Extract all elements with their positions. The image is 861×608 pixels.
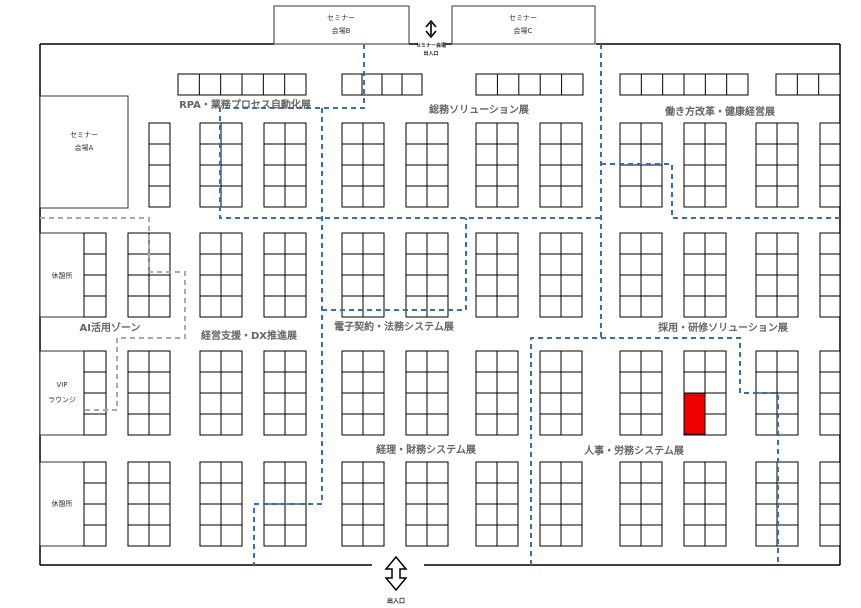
zone-label-recruit: 採用・研修ソリューション展 bbox=[658, 321, 788, 334]
zone-border-ai bbox=[40, 217, 186, 411]
zone-border-entrance-left bbox=[253, 503, 322, 565]
rest-area-top[interactable]: 休憩所 bbox=[39, 232, 85, 318]
rest-area-bottom[interactable]: 休憩所 bbox=[39, 461, 85, 547]
zone-border-hr bbox=[530, 337, 779, 565]
rest-area-bottom-label: 休憩所 bbox=[52, 499, 73, 508]
seminar-entrance-label-2: 出入口 bbox=[423, 50, 438, 57]
rest-area-top-label: 休憩所 bbox=[52, 271, 73, 280]
seminar-room-a-label-2: 会場A bbox=[75, 143, 94, 152]
seminar-room-c-label-1: セミナー bbox=[509, 14, 537, 22]
booth-strip[interactable] bbox=[775, 73, 841, 96]
zone-label-management: 経営支援・DX推進展 bbox=[201, 329, 297, 342]
seminar-entrance[interactable]: セミナー会場 出入口 bbox=[416, 19, 446, 57]
zone-labels: RPA・業務プロセス自動化展 総務ソリューション展 働き方改革・健康経営展 AI… bbox=[80, 98, 788, 457]
seminar-entrance-label-1: セミナー会場 bbox=[416, 42, 446, 49]
seminar-room-b-label-1: セミナー bbox=[327, 14, 355, 22]
main-entrance-label: 出入口 bbox=[387, 597, 405, 605]
seminar-room-c[interactable]: セミナー 会場C bbox=[451, 5, 596, 45]
double-arrow-icon bbox=[384, 555, 408, 592]
seminar-room-a[interactable]: セミナー 会場A bbox=[39, 95, 129, 209]
vip-lounge[interactable]: VIP ラウンジ bbox=[39, 350, 85, 436]
zone-border-rpa bbox=[219, 44, 600, 219]
zone-label-contract: 電子契約・法務システム展 bbox=[334, 320, 454, 333]
zone-border-contract bbox=[322, 218, 467, 311]
seminar-room-b[interactable]: セミナー 会場B bbox=[273, 5, 410, 45]
zone-borders bbox=[219, 44, 840, 565]
zone-label-work-style: 働き方改革・健康経営展 bbox=[664, 105, 775, 118]
zone-label-hr: 人事・労務システム展 bbox=[584, 444, 684, 457]
seminar-room-a-label-1: セミナー bbox=[70, 131, 98, 139]
main-entrance[interactable]: 出入口 bbox=[384, 555, 408, 605]
zone-border-work-style bbox=[601, 163, 840, 219]
zone-label-general-affairs: 総務ソリューション展 bbox=[429, 103, 529, 116]
zone-label-ai: AI活用ゾーン bbox=[80, 321, 141, 334]
seminar-room-b-label-2: 会場B bbox=[332, 26, 351, 35]
zone-label-accounting: 経理・財務システム展 bbox=[376, 443, 476, 456]
vip-lounge-label-1: VIP bbox=[56, 381, 67, 389]
booth-strip[interactable] bbox=[475, 73, 584, 96]
vip-lounge-label-2: ラウンジ bbox=[48, 396, 76, 404]
highlighted-booth[interactable] bbox=[683, 392, 706, 435]
double-arrow-icon bbox=[425, 19, 437, 39]
zone-label-rpa: RPA・業務プロセス自動化展 bbox=[179, 98, 311, 111]
seminar-room-c-label-2: 会場C bbox=[514, 26, 533, 35]
